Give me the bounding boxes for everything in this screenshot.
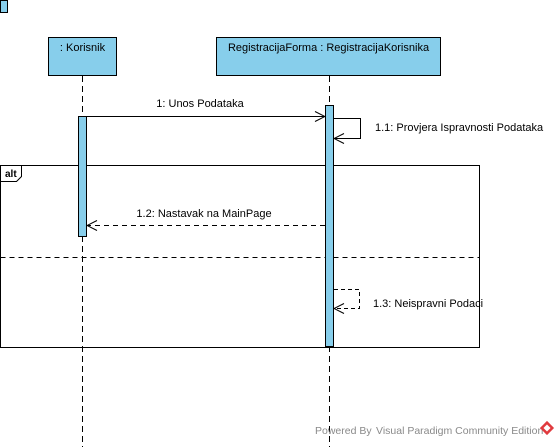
- message-1-1-label: 1.1: Provjera Ispravnosti Podataka: [375, 122, 544, 134]
- alt-fragment-frame[interactable]: [0, 165, 480, 348]
- footer-product-name: Visual Paradigm Community Edition: [376, 425, 543, 437]
- message-1[interactable]: 1: Unos Podataka: [87, 98, 325, 117]
- footer-powered-by: Powered By: [315, 425, 372, 437]
- alt-fragment-operator-box: [0, 165, 22, 182]
- footer-branding: Powered By Visual Paradigm Community Edi…: [315, 420, 555, 437]
- visual-paradigm-logo-icon: [539, 420, 555, 436]
- activation-registracija-forma: [325, 105, 334, 347]
- alt-fragment[interactable]: alt: [0, 165, 480, 348]
- message-1-3-label: 1.3: Neispravni Podaci: [373, 298, 483, 310]
- lifeline-registracija-forma-head[interactable]: [216, 37, 441, 76]
- message-1-2-label: 1.2: Nastavak na MainPage: [136, 208, 271, 220]
- message-1-3-arrow[interactable]: [334, 289, 360, 309]
- lifeline-korisnik-head[interactable]: [48, 37, 117, 76]
- lifeline-korisnik[interactable]: : Korisnik: [48, 37, 117, 447]
- message-1-3[interactable]: 1.3: Neispravni Podaci: [334, 289, 483, 311]
- message-1-label: 1: Unos Podataka: [156, 98, 244, 110]
- alt-fragment-operator-label: alt: [5, 169, 17, 180]
- message-1-2[interactable]: 1.2: Nastavak na MainPage: [87, 208, 325, 226]
- lifeline-registracija-forma-label: RegistracijaForma : RegistracijaKorisnik…: [228, 42, 430, 54]
- message-1-1[interactable]: 1.1: Provjera Ispravnosti Podataka: [334, 118, 544, 139]
- diagram-corner-marker: [0, 0, 8, 13]
- message-1-1-arrow[interactable]: [334, 118, 361, 139]
- activation-korisnik: [78, 116, 87, 237]
- lifeline-korisnik-label: : Korisnik: [60, 42, 106, 54]
